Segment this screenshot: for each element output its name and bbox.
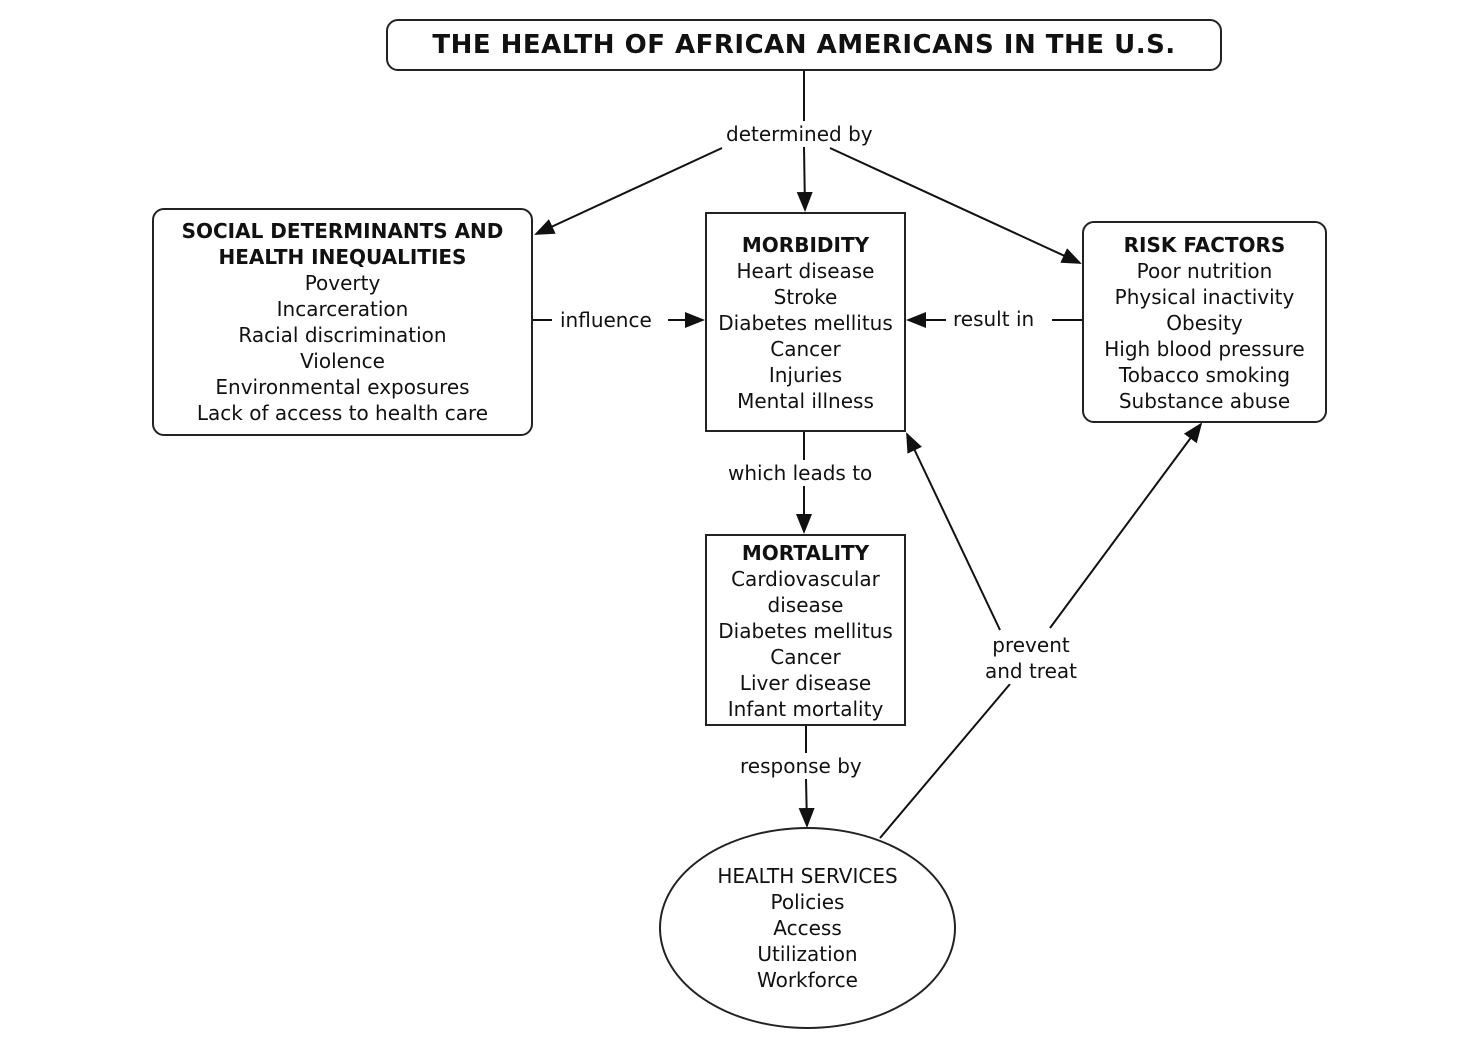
social-heading-line2: HEALTH INEQUALITIES bbox=[218, 245, 467, 269]
risk-item: Substance abuse bbox=[1118, 389, 1291, 413]
prevent-line1: prevent bbox=[992, 633, 1070, 657]
risk-item: High blood pressure bbox=[1104, 337, 1305, 361]
morbidity-item: Cancer bbox=[770, 337, 841, 361]
morbidity-item: Heart disease bbox=[736, 259, 875, 283]
social-item: Racial discrimination bbox=[238, 323, 447, 347]
edge-label-result-in: result in bbox=[949, 306, 1039, 332]
risk-item: Physical inactivity bbox=[1114, 285, 1295, 309]
risk-item: Obesity bbox=[1166, 311, 1243, 335]
mortality-item: Liver disease bbox=[739, 671, 872, 695]
diagram-title: THE HEALTH OF AFRICAN AMERICANS IN THE U… bbox=[432, 30, 1176, 60]
morbidity-box: MORBIDITY Heart disease Stroke Diabetes … bbox=[705, 212, 906, 432]
social-item: Environmental exposures bbox=[215, 375, 470, 399]
edge-determined-to-morbidity bbox=[796, 146, 813, 212]
social-determinants-box: SOCIAL DETERMINANTS AND HEALTH INEQUALIT… bbox=[152, 208, 533, 436]
risk-item: Tobacco smoking bbox=[1118, 363, 1291, 387]
mortality-item: Infant mortality bbox=[727, 697, 884, 721]
title-box: THE HEALTH OF AFRICAN AMERICANS IN THE U… bbox=[386, 19, 1222, 71]
services-item: Access bbox=[773, 916, 842, 940]
edge-label-prevent-and-treat: prevent and treat bbox=[973, 632, 1089, 684]
morbidity-heading: MORBIDITY bbox=[741, 233, 870, 257]
mortality-item: Cardiovascular bbox=[731, 567, 880, 591]
mortality-heading: MORTALITY bbox=[741, 541, 870, 565]
social-item: Incarceration bbox=[276, 297, 409, 321]
services-item: Workforce bbox=[756, 968, 858, 992]
edge-prevent-to-risk bbox=[1049, 422, 1203, 629]
services-item: Utilization bbox=[757, 942, 858, 966]
edge-services-to-prevent bbox=[879, 683, 1011, 839]
edge-response-to-services bbox=[798, 778, 815, 828]
morbidity-item: Diabetes mellitus bbox=[718, 311, 893, 335]
risk-heading: RISK FACTORS bbox=[1123, 233, 1286, 257]
social-item: Violence bbox=[300, 349, 385, 373]
edge-prevent-to-morbidity bbox=[906, 432, 1001, 631]
mortality-item: Cancer bbox=[770, 645, 841, 669]
edge-determined-to-risk bbox=[829, 147, 1082, 264]
morbidity-item: Injuries bbox=[768, 363, 843, 387]
edge-label-which-leads-to: which leads to bbox=[724, 460, 877, 486]
mortality-item: Diabetes mellitus bbox=[718, 619, 893, 643]
edge-label-determined-by: determined by bbox=[722, 121, 877, 147]
edge-label-response-by: response by bbox=[736, 753, 866, 779]
social-item: Poverty bbox=[304, 271, 381, 295]
prevent-line2: and treat bbox=[984, 659, 1077, 683]
risk-factors-box: RISK FACTORS Poor nutrition Physical ina… bbox=[1082, 221, 1327, 423]
services-item: Policies bbox=[770, 890, 845, 914]
edge-determined-to-social bbox=[534, 147, 723, 235]
health-services-ellipse: HEALTH SERVICES Policies Access Utilizat… bbox=[659, 827, 956, 1029]
social-item: Lack of access to health care bbox=[196, 401, 489, 425]
mortality-item: disease bbox=[767, 593, 844, 617]
services-item: HEALTH SERVICES bbox=[717, 864, 898, 888]
morbidity-item: Stroke bbox=[773, 285, 838, 309]
morbidity-item: Mental illness bbox=[737, 389, 874, 413]
edge-label-influence: influence bbox=[556, 307, 656, 333]
risk-item: Poor nutrition bbox=[1136, 259, 1273, 283]
social-heading-line1: SOCIAL DETERMINANTS AND bbox=[181, 219, 504, 243]
mortality-box: MORTALITY Cardiovascular disease Diabete… bbox=[705, 534, 906, 726]
